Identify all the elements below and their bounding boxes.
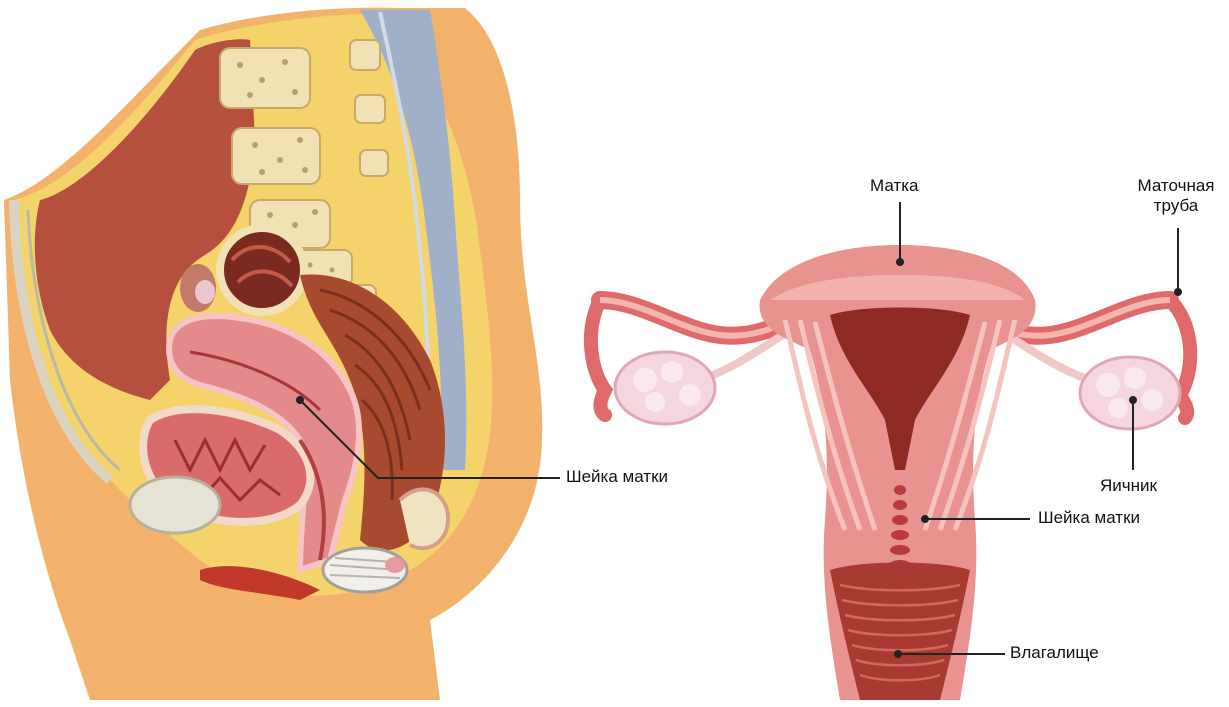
label-vagina: Влагалище xyxy=(1010,643,1099,663)
label-cervix-left: Шейка матки xyxy=(566,467,668,487)
label-fallopian-tube-line2: труба xyxy=(1128,196,1224,216)
label-cervix-right: Шейка матки xyxy=(1038,508,1140,528)
label-uterus: Матка xyxy=(870,176,919,196)
pubic-bone xyxy=(130,477,220,533)
label-fallopian-tube: Маточная труба xyxy=(1128,176,1224,217)
anal-sphincter xyxy=(323,548,407,592)
ovary-small xyxy=(180,264,216,312)
uterus-front-illustration xyxy=(591,245,1190,700)
sagittal-section-illustration xyxy=(4,8,542,700)
label-fallopian-tube-line1: Маточная xyxy=(1128,176,1224,196)
label-ovary: Яичник xyxy=(1100,476,1157,496)
ovary-left xyxy=(615,352,715,424)
ovary-right xyxy=(1080,357,1180,429)
